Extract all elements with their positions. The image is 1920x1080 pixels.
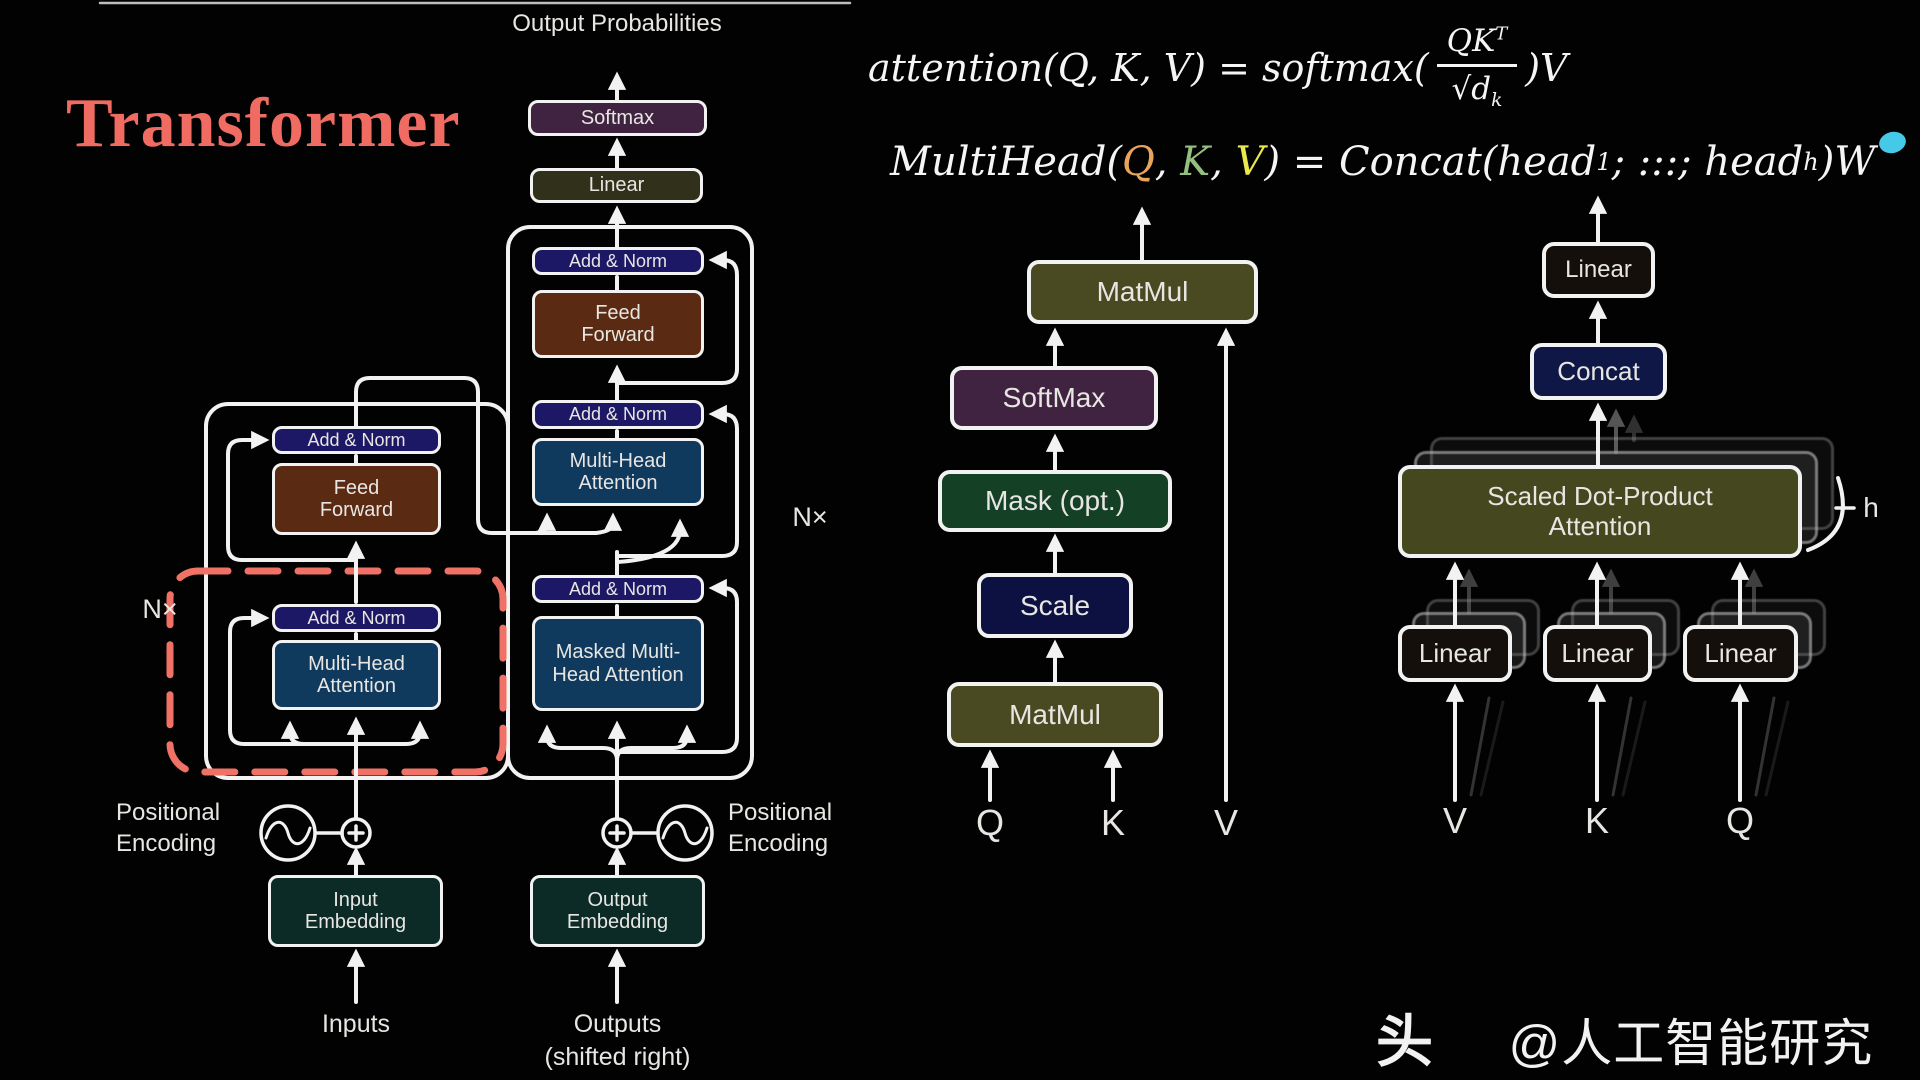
residual-bypass [615,250,739,385]
sine-wave-icon [656,804,714,862]
box-softmax: SoftMax [950,366,1158,430]
box-linear: Linear [1543,625,1652,682]
residual-bypass [615,404,739,558]
sine-wave-glyph [264,820,312,846]
sine-wave-icon [259,804,317,862]
box-concat: Concat [1530,343,1667,400]
box-add-norm: Add & Norm [532,247,704,275]
q-branch-arrow [615,518,690,564]
watermark: 头条 @人工智能研究所 [1376,996,1920,1080]
box-scaled-dot-product-attention: Scaled Dot-Product Attention [1398,465,1802,558]
box-add-norm: Add & Norm [272,604,441,632]
fan-arrow [537,724,619,762]
outputs-note: (shifted right) [544,1042,691,1071]
nx-repeat-dashed-outline [166,567,507,776]
formula-q: Q [1122,139,1155,185]
q-label: Q [975,802,1004,843]
encoder-decoder-cross-line [354,376,598,535]
sine-wave-glyph [661,820,709,846]
box-linear: Linear [1683,625,1798,682]
positional-encoding-label-left: Positional Encoding [116,799,221,858]
box-feed-forward: Feed Forward [272,463,441,535]
ghost-line [1479,700,1505,797]
box-add-norm: Add & Norm [532,400,704,429]
ghost-line [1469,696,1491,797]
box-linear: Linear [1542,242,1655,298]
k-label: K [1100,802,1125,843]
box-masked-multi-head-attention: Masked Multi-Head Attention [532,616,704,711]
attention-formula: attention(Q, K, V) = softmax(QKT√dk)V [868,12,1568,124]
inputs-label: Inputs [321,1010,391,1038]
fraction-numerator: QKT [1436,25,1518,67]
positional-encoding-label-right: Positional Encoding [728,799,833,858]
box-mask-optional: Mask (opt.) [938,470,1172,532]
slide-title: Transformer [66,85,461,162]
fraction-denominator: √dk [1451,70,1503,112]
box-matmul: MatMul [947,682,1163,747]
h-brace-curve [1806,476,1845,552]
box-add-norm: Add & Norm [532,575,704,603]
formula-lhs: attention(Q, K, V) = softmax( [868,46,1429,90]
k-label: K [1584,800,1609,841]
q-label: Q [1725,800,1754,841]
cross-arrow [594,512,623,535]
box-linear: Linear [530,168,703,203]
v-label: V [1442,800,1467,841]
residual-bypass [226,430,358,562]
formula-fraction: QKT√dk [1436,25,1518,112]
ghost-line [1764,700,1790,797]
wires-scaled-dot-product [980,206,1236,802]
formula-k: K [1180,139,1211,185]
ghost-line [1621,700,1647,797]
add-icon-cross [608,824,626,842]
outputs-label: Outputs (shifted right) [520,1008,715,1073]
residual-bypass [228,608,358,746]
formula-v: V [1235,139,1265,185]
box-linear: Linear [1398,625,1512,682]
output-probabilities-label: Output Probabilities [512,10,722,37]
watermark-brand: 头条 [1376,1010,1435,1074]
box-matmul: MatMul [1027,260,1258,324]
residual-bypass [615,578,739,754]
ghost-line [1754,696,1776,797]
fan-arrow [615,724,697,762]
cross-arrow [534,512,557,535]
wires-encoder-decoder [98,1,852,1004]
formula-rhs: )V [1525,46,1568,90]
v-label: V [1213,802,1238,843]
fan-arrow [354,720,430,746]
box-scale: Scale [977,573,1133,638]
wires-multi-head [1445,195,1856,802]
add-icon-cross [347,824,365,842]
box-add-norm: Add & Norm [272,426,441,454]
h-label: h [1863,492,1879,523]
nx-label-left: N× [142,594,178,624]
nx-label-right: N× [792,502,828,532]
box-multi-head-attention: Multi-Head Attention [272,640,441,710]
box-input-embedding: Input Embedding [268,875,443,947]
box-multi-head-attention: Multi-Head Attention [532,438,704,506]
box-softmax: Softmax [528,100,707,136]
box-output-embedding: Output Embedding [530,875,705,947]
ghost-line [1611,696,1633,797]
fan-arrow [280,720,306,746]
watermark-handle: @人工智能研究所 [1508,1015,1874,1072]
w-superscript-dot [1877,128,1909,156]
box-feed-forward: Feed Forward [532,290,704,358]
